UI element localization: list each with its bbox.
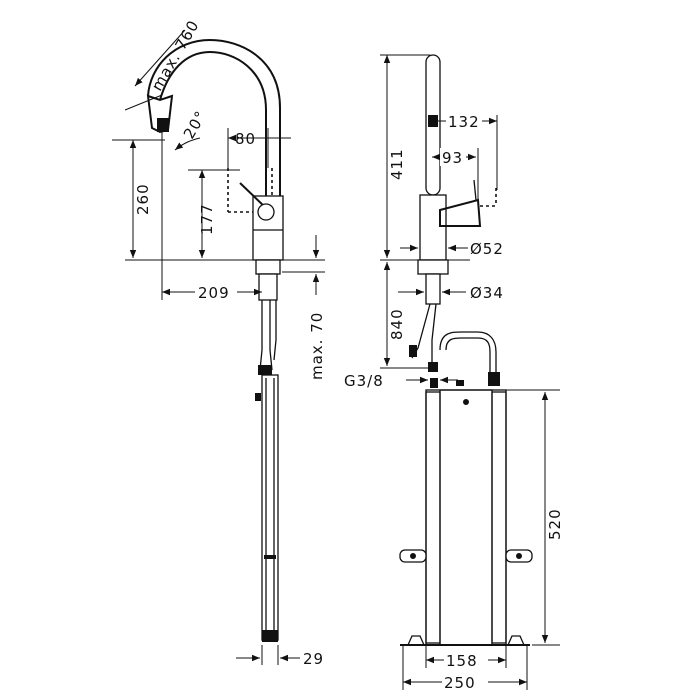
- front-view: 411 132 93 Ø52 Ø34 840 G3/8: [344, 54, 564, 692]
- dim-box-inner: 158: [446, 652, 478, 670]
- dim-height-total: 260: [134, 183, 152, 215]
- dim-box-height: 520: [546, 508, 564, 540]
- dim-hose-width: 29: [303, 650, 324, 668]
- front-body: [419, 194, 447, 261]
- lever-knob: [257, 203, 275, 221]
- dim-diameter-shank: Ø34: [470, 284, 504, 302]
- dim-spout-132: 132: [448, 113, 480, 131]
- dim-lever-93: 93: [442, 149, 463, 167]
- pull-hose: [261, 374, 279, 641]
- dim-thread: G3/8: [344, 372, 384, 390]
- dim-reach: 209: [198, 284, 230, 302]
- front-lever: [439, 198, 482, 227]
- spout-outer: [159, 50, 267, 196]
- dim-hose-length: 840: [388, 308, 406, 340]
- dim-max-below: max. 70: [308, 312, 326, 380]
- dim-spout-offset: 80: [235, 130, 256, 148]
- dim-angle: 20°: [180, 107, 210, 142]
- spray-head-tip: [157, 118, 169, 132]
- lever: [239, 182, 267, 209]
- box-outer: [425, 389, 507, 646]
- dim-diameter-body: Ø52: [470, 240, 504, 258]
- dim-box-outer: 250: [444, 674, 476, 692]
- side-view: max. 760 20° 80 260 177 209: [112, 17, 326, 668]
- spout-inner: [147, 38, 281, 196]
- hose-weight: [262, 630, 278, 642]
- dim-lever-height: 177: [198, 203, 216, 235]
- dim-height-411: 411: [388, 148, 406, 180]
